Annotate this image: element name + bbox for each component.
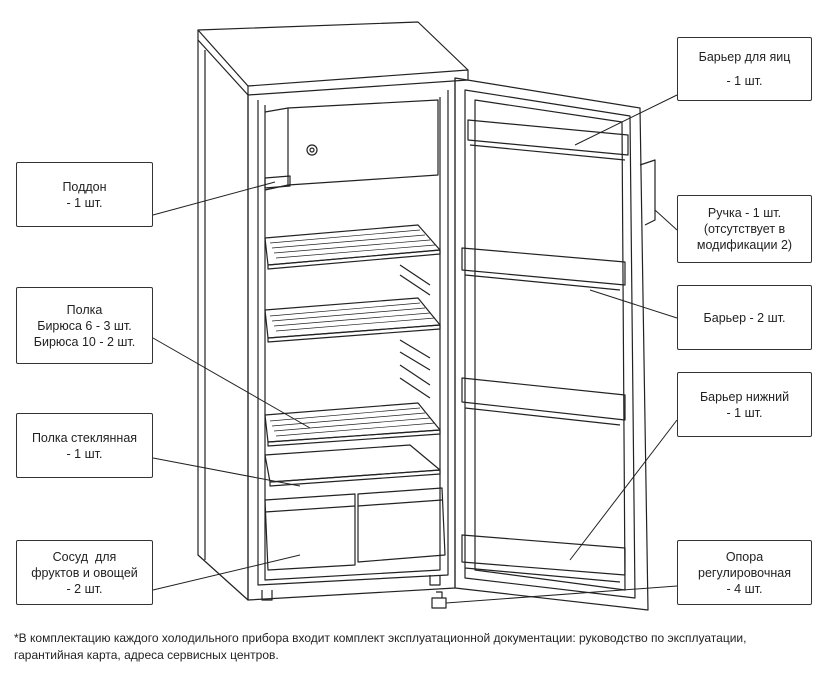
fruit-vessel-left xyxy=(264,493,356,571)
top-lid xyxy=(197,21,469,87)
callout-handle-line: Ручка - 1 шт. xyxy=(707,206,782,220)
drip-tray xyxy=(264,175,291,189)
leader-egg-barrier xyxy=(574,94,678,146)
door-handle xyxy=(639,159,656,226)
fruit-vessel-right xyxy=(357,487,446,563)
cabinet-frame xyxy=(247,78,456,601)
freezer-lock xyxy=(306,144,318,156)
footnote-line: гарантийная карта, адреса сервисных цент… xyxy=(14,648,279,662)
leader-shelf xyxy=(152,337,311,429)
callout-fruit-vessel-line: - 2 шт. xyxy=(66,581,103,596)
callout-barrier-line: Барьер - 2 шт. xyxy=(703,310,786,325)
callout-shelf-line: Бирюса 6 - 3 шт. xyxy=(37,318,132,333)
callout-support-line: Опора xyxy=(725,549,764,564)
callout-tray-line: Поддон xyxy=(62,179,107,194)
callout-fruit-vessel-line: фруктов и овощей xyxy=(31,565,138,580)
callout-support-line: - 4 шт. xyxy=(726,581,763,596)
callout-glass-shelf: Полка стеклянная - 1 шт. xyxy=(16,413,153,478)
footnote: *В комплектацию каждого холодильного при… xyxy=(14,630,824,664)
adjustable-support xyxy=(431,597,447,609)
egg-barrier xyxy=(467,119,629,156)
callout-tray-line: - 1 шт. xyxy=(66,195,103,210)
wire-shelf-3 xyxy=(264,402,441,447)
callout-support: Опора регулировочная - 4 шт. xyxy=(677,540,812,605)
callout-barrier: Барьер - 2 шт. xyxy=(677,285,812,350)
callout-egg-barrier-line: - 1 шт. xyxy=(726,74,763,88)
callout-fruit-vessel: Сосуд для фруктов и овощей - 2 шт. xyxy=(16,540,153,605)
door-outer xyxy=(454,77,649,611)
callout-shelf: Полка Бирюса 6 - 3 шт. Бирюса 10 - 2 шт. xyxy=(16,287,153,364)
callout-tray: Поддон - 1 шт. xyxy=(16,162,153,227)
callout-handle-line: (отсутствует в xyxy=(703,222,786,236)
wire-shelf-2 xyxy=(264,297,441,343)
callout-fruit-vessel-line: Сосуд для xyxy=(52,549,117,564)
footnote-line: *В комплектацию каждого холодильного при… xyxy=(14,631,747,645)
leader-barrier xyxy=(589,289,678,319)
callout-handle-line: модификации 2) xyxy=(696,238,793,252)
freezer-door xyxy=(287,99,439,186)
callout-glass-shelf-line: Полка стеклянная xyxy=(31,430,138,445)
callout-lower-barrier-line: - 1 шт. xyxy=(726,405,763,420)
callout-lower-barrier-line: Барьер нижний xyxy=(699,389,790,404)
leader-tray xyxy=(152,181,276,216)
callout-support-line: регулировочная xyxy=(698,565,791,580)
callout-glass-shelf-line: - 1 шт. xyxy=(66,446,103,461)
top-lid-edge xyxy=(197,30,249,96)
door-barrier-1 xyxy=(461,247,626,286)
callout-egg-barrier-line: Барьер для яиц xyxy=(698,50,791,64)
wire-shelf-1 xyxy=(264,224,441,270)
callout-shelf-line: Бирюса 10 - 2 шт. xyxy=(33,334,136,349)
leader-support xyxy=(445,585,678,604)
leader-fruit-vessel xyxy=(152,554,301,591)
callout-handle: Ручка - 1 шт. (отсутствует в модификации… xyxy=(677,195,812,263)
lower-door-barrier xyxy=(461,534,626,576)
door-barrier-2 xyxy=(461,377,626,421)
door-inner xyxy=(464,89,636,599)
body-foot xyxy=(261,590,273,601)
cabinet-inner xyxy=(257,90,449,586)
leader-lower-barrier xyxy=(569,419,678,561)
callout-lower-barrier: Барьер нижний - 1 шт. xyxy=(677,372,812,437)
leader-handle xyxy=(654,209,678,231)
callout-shelf-line: Полка xyxy=(66,302,103,317)
leader-glass-shelf xyxy=(152,457,301,487)
callout-egg-barrier: Барьер для яиц - 1 шт. xyxy=(677,37,812,101)
